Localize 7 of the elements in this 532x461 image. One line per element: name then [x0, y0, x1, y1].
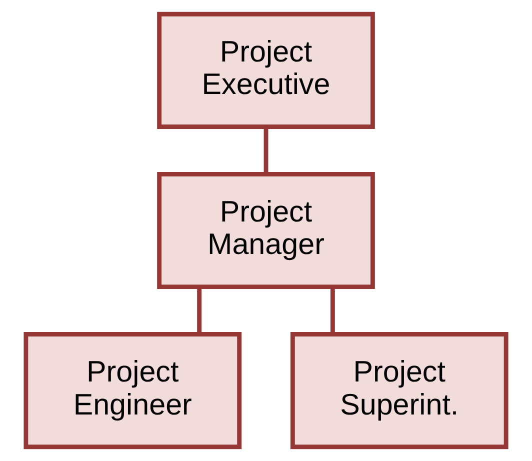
connector — [330, 286, 335, 334]
connector — [197, 286, 202, 334]
node-box: Project Engineer — [24, 332, 242, 450]
node-box: Project Manager — [157, 172, 375, 290]
connector — [264, 126, 268, 174]
node-box: Project Superint. — [290, 332, 508, 450]
node-box: Project Executive — [157, 12, 375, 129]
